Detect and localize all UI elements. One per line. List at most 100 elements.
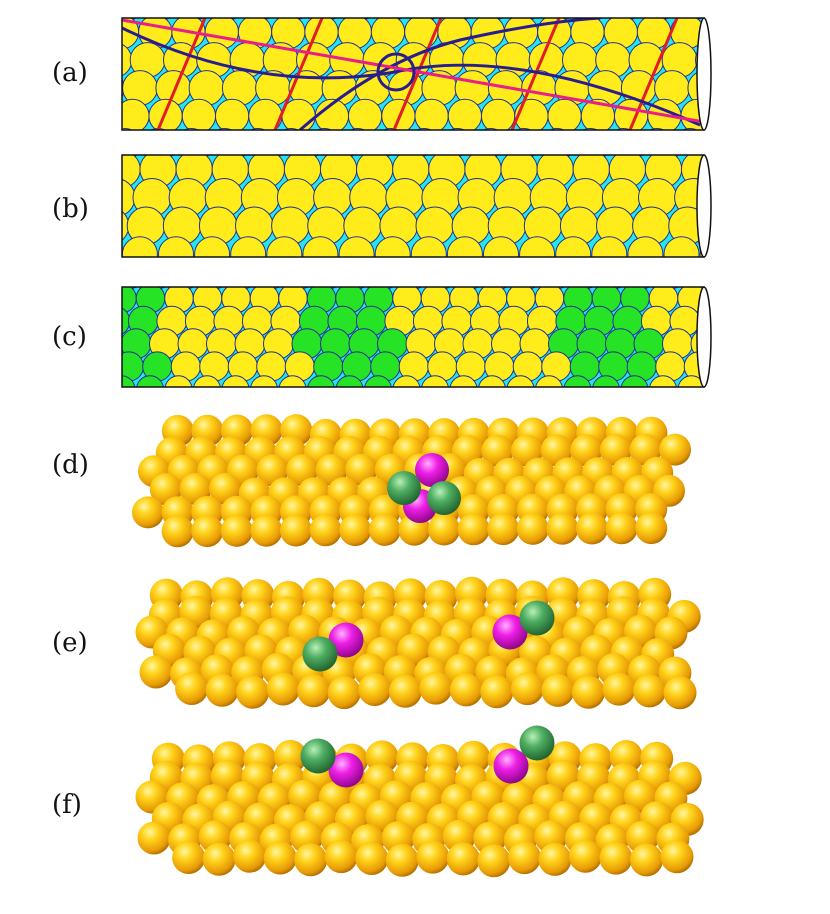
sphere-packing-e (135, 576, 701, 710)
green-disk (64, 329, 94, 359)
yellow-disk (713, 0, 744, 20)
green-disk (122, 328, 123, 360)
yellow-disk (612, 18, 645, 20)
yellow-disk (75, 124, 109, 158)
green-sphere (300, 738, 336, 774)
green-disk (122, 375, 136, 387)
yellow-disk (711, 179, 749, 217)
yellow-disk (81, 0, 112, 20)
yellow-disk (122, 206, 130, 246)
green-sphere (519, 725, 555, 761)
yellow-disk (699, 236, 704, 257)
yellow-disk (519, 236, 556, 257)
yellow-disk (715, 262, 742, 289)
green-disk (563, 375, 592, 387)
gold-sphere (202, 842, 236, 876)
green-disk (628, 287, 657, 290)
gold-sphere (546, 512, 579, 545)
gold-sphere (477, 844, 511, 878)
gold-sphere (541, 673, 575, 707)
yellow-disk (64, 43, 99, 78)
cylinder-c (51, 262, 742, 403)
yellow-disk (338, 236, 375, 257)
green-disk (335, 375, 364, 387)
gold-sphere (327, 676, 361, 710)
green-disk (144, 287, 172, 290)
yellow-disk (718, 151, 754, 187)
gold-sphere (416, 840, 450, 874)
gold-sphere (659, 433, 691, 466)
gold-sphere (428, 513, 460, 546)
sphere-packing-d (132, 414, 691, 548)
yellow-disk (506, 375, 535, 387)
green-disk (86, 352, 115, 381)
yellow-disk (246, 18, 279, 20)
yellow-disk (446, 236, 483, 257)
green-disk (307, 375, 335, 387)
yellow-disk (266, 236, 303, 257)
green-disk (79, 284, 108, 313)
gold-sphere (137, 821, 171, 855)
yellow-disk (258, 287, 286, 290)
yellow-disk (446, 18, 479, 20)
yellow-disk (181, 98, 217, 130)
panel-label-b: (b) (52, 194, 89, 224)
gold-sphere (449, 673, 483, 707)
red-helix-4 (510, 18, 561, 130)
yellow-disk (547, 98, 582, 130)
gold-sphere (339, 514, 372, 547)
yellow-disk (449, 375, 478, 387)
yellow-disk (649, 375, 677, 387)
yellow-disk (55, 207, 93, 245)
gold-sphere (236, 675, 270, 709)
green-disk (592, 375, 620, 387)
green-sphere (387, 471, 421, 505)
yellow-disk (429, 287, 457, 290)
green-sphere (427, 481, 461, 515)
green-disk (620, 375, 649, 387)
yellow-disk (574, 128, 607, 130)
yellow-disk (39, 124, 73, 158)
yellow-disk (374, 236, 411, 257)
yellow-disk (645, 18, 678, 20)
yellow-disk (674, 128, 704, 130)
yellow-disk (507, 128, 540, 130)
green-disk (51, 284, 80, 313)
navy-helix-1 (122, 26, 701, 127)
yellow-disk (483, 236, 519, 257)
gold-sphere (635, 512, 668, 545)
yellow-disk (447, 98, 483, 130)
yellow-disk (48, 0, 79, 20)
yellow-disk (374, 128, 407, 130)
yellow-disk (50, 237, 85, 272)
yellow-disk (657, 287, 685, 290)
helix-lines-a (122, 18, 704, 130)
cylinder-a (48, 0, 744, 131)
gold-sphere (250, 514, 283, 547)
yellow-disk (148, 98, 183, 130)
gold-sphere (205, 673, 239, 707)
disk-packing-a (48, 0, 744, 130)
gold-sphere (571, 675, 605, 709)
green-disk (122, 287, 144, 290)
yellow-disk (545, 18, 578, 20)
yellow-disk (480, 98, 516, 130)
yellow-disk (122, 70, 125, 106)
yellow-disk (410, 236, 447, 257)
panel-label-a: (a) (52, 58, 88, 88)
yellow-disk (56, 71, 91, 106)
yellow-disk (685, 287, 704, 290)
yellow-disk (313, 18, 346, 20)
gold-sphere (294, 843, 328, 877)
red-helix-3 (392, 18, 443, 130)
gold-sphere (516, 512, 549, 545)
green-disk (364, 375, 392, 387)
yellow-disk (308, 128, 341, 130)
yellow-disk (347, 98, 383, 130)
yellow-disk (146, 18, 179, 20)
green-disk (343, 287, 372, 290)
yellow-disk (535, 375, 563, 387)
green-disk (80, 376, 107, 403)
yellow-disk (457, 287, 486, 290)
yellow-disk (486, 287, 514, 290)
